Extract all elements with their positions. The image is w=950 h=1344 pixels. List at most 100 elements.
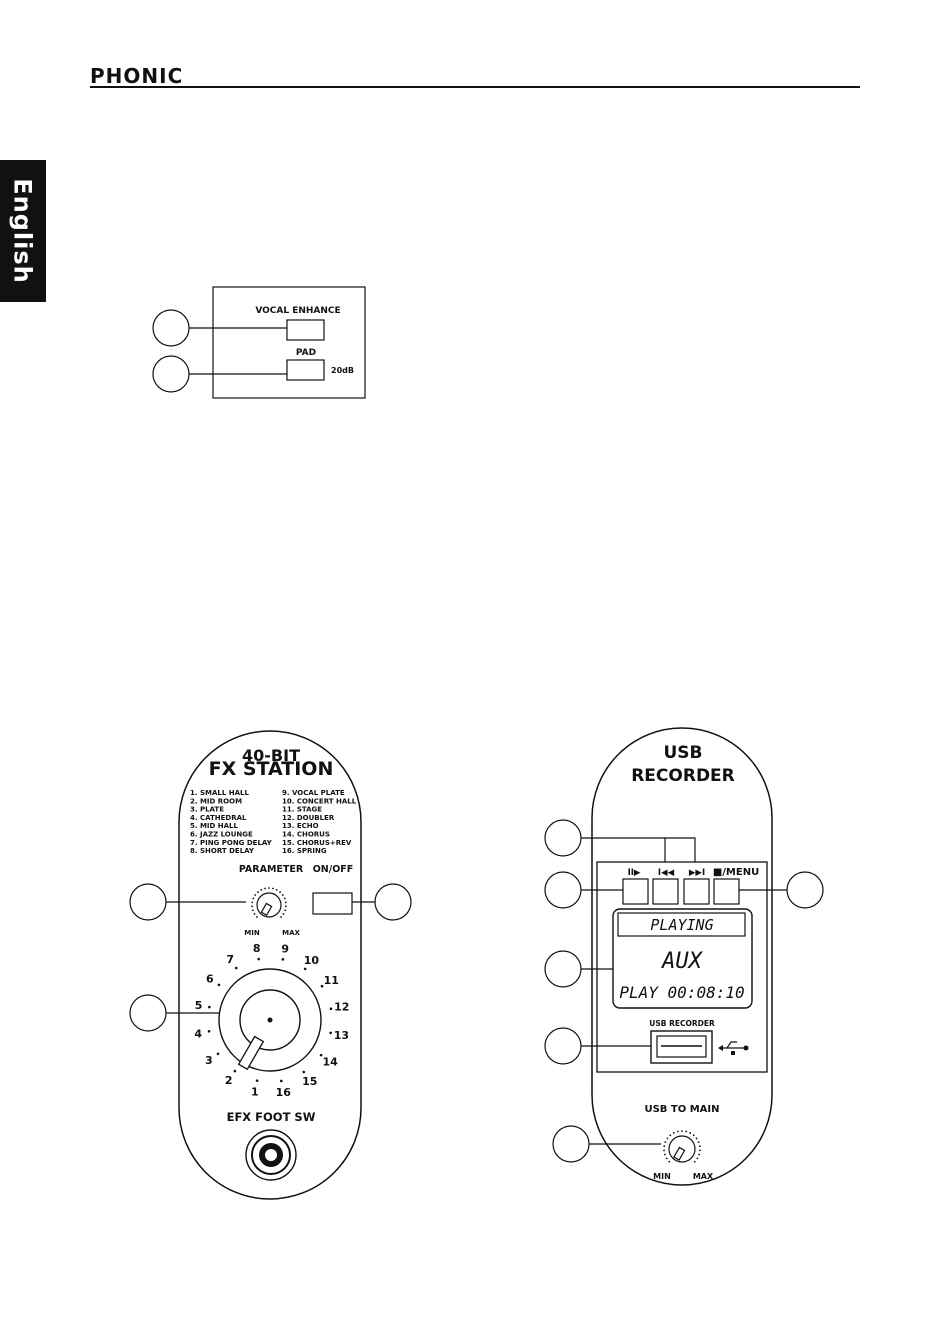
knob-scale-dot [283,897,286,900]
knob-scale-dot [693,1160,696,1163]
knob-scale-dot [285,905,287,908]
selector-position-number: 11 [324,974,339,987]
pad-switch[interactable] [286,359,325,381]
btn-next-label: ▶▶I [689,868,705,878]
vocal-enhance-label: VOCAL ENHANCE [255,306,340,316]
selector-position-number: 4 [194,1027,202,1040]
selector-position-dot [207,1029,211,1033]
lcd-time: PLAY 00:08:10 [619,983,744,1002]
effect-list-item: 9. VOCAL PLATE [282,789,345,797]
param-max-label: MAX [282,929,300,937]
selector-position-dot [319,1053,323,1057]
knob-scale-dot [665,1157,668,1160]
knob-scale-dot [669,1134,672,1137]
previous-button[interactable] [652,878,679,905]
selector-position-number: 9 [281,943,289,956]
effect-list-item: 12. DOUBLER [282,814,335,822]
knob-scale-dot [696,1157,699,1160]
effect-list-item: 16. SPRING [282,847,327,855]
callout-circle [152,309,190,347]
effect-list-item: 7. PING PONG DELAY [190,839,273,847]
selector-position-number: 2 [225,1074,233,1087]
knob-scale-dot [666,1137,669,1140]
language-tab: English [0,160,46,302]
knob-scale-dot [280,916,282,918]
knob-scale-dot [663,1153,666,1156]
usb-to-main-knob[interactable] [663,1130,701,1163]
selector-position-dot [255,1079,259,1082]
effect-list-item: 11. STAGE [282,806,322,814]
effect-list-item: 2. MID ROOM [190,797,242,805]
fx-onoff-switch[interactable] [312,892,353,915]
callout-circle [129,994,167,1032]
selector-center-dot [267,1017,273,1023]
foot-switch-jack[interactable] [245,1129,297,1181]
selector-position-number: 12 [334,1001,349,1014]
knob-scale-dot [256,916,258,918]
usb-title-line1: USB [663,743,702,763]
effect-list-item: 14. CHORUS [282,831,330,839]
knob-scale-dot [676,1130,679,1133]
selector-position-number: 14 [323,1055,339,1068]
stop-menu-button[interactable] [713,878,740,905]
knob-scale-dot [260,888,263,891]
knob-scale-dot [672,1132,675,1134]
pad-label: PAD [296,348,316,358]
knob-scale-dot [251,909,254,912]
effect-list-item: 10. CONCERT HALL [282,797,357,805]
knob-scale-dot [282,912,285,915]
usb-port[interactable] [650,1030,713,1064]
knob-scale-dot [663,1149,665,1152]
usb-to-main-label: USB TO MAIN [644,1104,719,1115]
jack-contact [265,1149,277,1161]
selector-position-dot [233,1069,237,1073]
callout-circle [544,950,582,988]
knob-scale-dot [695,1137,698,1140]
selector-position-dot [208,1005,211,1009]
onoff-label: ON/OFF [313,864,354,875]
knob-scale-dot [685,1130,688,1133]
callout-circle [129,883,167,921]
callout-circle [786,871,824,909]
knob-scale-dot [699,1149,701,1152]
effect-list-item: 13. ECHO [282,822,319,830]
knob-scale-dot [253,912,256,915]
selector-position-number: 8 [253,942,261,955]
parameter-knob[interactable] [251,887,287,918]
usb-panel-outline [591,727,773,1186]
effect-list-item: 15. CHORUS+REV [282,839,352,847]
knob-scale-dot [275,888,278,891]
usb-port-label: USB RECORDER [649,1019,715,1028]
selector-position-number: 3 [205,1054,213,1067]
selector-position-dot [320,984,324,988]
callout-circle [544,1027,582,1065]
lcd-status-box [617,912,746,937]
foot-sw-label: EFX FOOT SW [227,1110,316,1124]
selector-position-dot [329,1007,333,1011]
play-pause-button[interactable] [622,878,649,905]
selector-position-number: 16 [276,1086,292,1099]
callout-circle [152,355,190,393]
selector-position-dot [216,1052,220,1056]
callout-circle [374,883,412,921]
knob-scale-dot [251,905,253,908]
selector-pointer [237,1035,265,1071]
selector-position-number: 13 [334,1029,349,1042]
selector-position-dot [279,1079,283,1083]
next-button[interactable] [683,878,710,905]
selector-position-dot [329,1031,332,1035]
knob-scale-dot [284,901,287,904]
selector-position-dot [303,967,307,971]
usb-min-label: MIN [653,1172,671,1181]
parameter-label: PARAMETER [239,864,304,875]
selector-position-number: 5 [195,999,203,1012]
effect-selector[interactable] [218,968,322,1072]
knob-scale-dot [681,1130,683,1132]
vocal-enhance-switch[interactable] [286,319,325,341]
usb-symbol-icon [718,1041,749,1055]
usb-max-label: MAX [693,1172,714,1181]
knob-scale-dot [689,1132,692,1134]
selector-position-dot [234,966,238,970]
